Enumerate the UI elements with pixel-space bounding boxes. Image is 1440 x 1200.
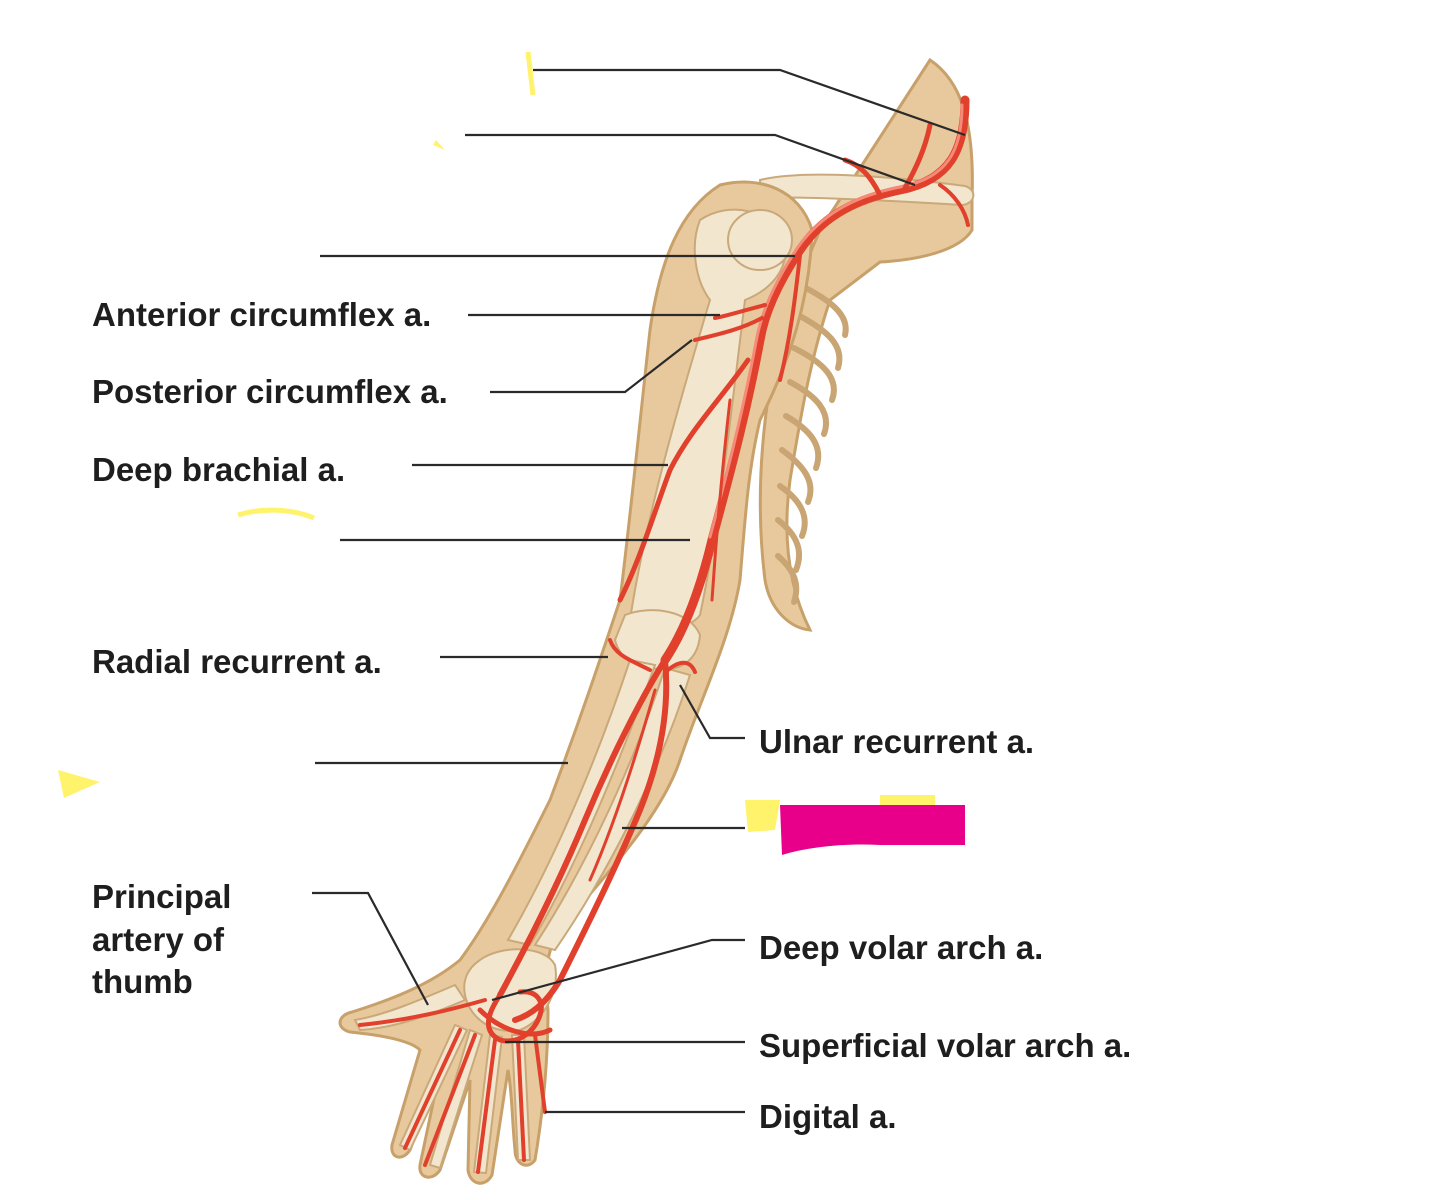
- label-ulnar-recurrent: Ulnar recurrent a.: [759, 723, 1034, 760]
- leader-deep-volar-arch: [491, 938, 745, 1002]
- humeral-head: [727, 209, 793, 271]
- digital-artery-5: [403, 1028, 462, 1150]
- superficial-volar-arch: [477, 1007, 553, 1037]
- label-principal-line-2: artery of: [92, 921, 225, 958]
- principal-artery-of-thumb: [358, 998, 487, 1027]
- main-arterial-trunk: [660, 95, 970, 665]
- label-anterior-circumflex: Anterior circumflex a.: [92, 296, 431, 333]
- yellow-mark-5: [745, 800, 780, 832]
- yellow-mark-3: [237, 507, 315, 521]
- label-deep-volar-arch: Deep volar arch a.: [759, 929, 1043, 966]
- collateral-branch: [710, 398, 732, 602]
- leader-unlabeled-2: [465, 133, 916, 187]
- leader-posterior-circumflex: [490, 339, 693, 394]
- labels: Anterior circumflex a. Posterior circumf…: [92, 296, 1131, 1135]
- radius: [506, 658, 657, 947]
- label-posterior-circumflex: Posterior circumflex a.: [92, 373, 448, 410]
- digital-artery-1: [423, 1033, 477, 1167]
- ulnar-recurrent-artery: [666, 660, 697, 674]
- thoracic-branch-3: [938, 183, 970, 227]
- label-principal-line-1: Principal: [92, 878, 231, 915]
- interosseous-artery: [588, 688, 657, 882]
- yellow-mark-1: [525, 51, 536, 96]
- leader-principal-artery-thumb: [312, 891, 429, 1006]
- radial-recurrent-artery: [608, 638, 652, 672]
- digital-artery-3: [516, 1038, 526, 1162]
- yellow-mark-4: [58, 770, 100, 798]
- ulnar-artery: [512, 657, 670, 1023]
- label-superficial-volar-arch: Superficial volar arch a.: [759, 1027, 1131, 1064]
- label-digital: Digital a.: [759, 1098, 897, 1135]
- ribs: [775, 282, 849, 605]
- label-radial-recurrent: Radial recurrent a.: [92, 643, 382, 680]
- posterior-circumflex-artery: [693, 316, 764, 342]
- label-deep-brachial: Deep brachial a.: [92, 451, 345, 488]
- deep-brachial-artery: [617, 357, 751, 603]
- lateral-thoracic-a: [778, 253, 802, 382]
- yellow-mark-6: [880, 795, 935, 805]
- leader-unlabeled-1: [533, 68, 966, 137]
- highlighter-marks: [58, 51, 935, 832]
- leader-ulnar-recurrent: [679, 684, 745, 740]
- digital-artery-2: [476, 1038, 497, 1174]
- leader-lines: [312, 68, 966, 1114]
- anterior-circumflex-artery: [713, 303, 767, 320]
- yellow-mark-2: [433, 140, 445, 150]
- highlight-bar: [780, 805, 965, 855]
- radial-artery: [497, 657, 668, 998]
- label-principal-line-3: thumb: [92, 963, 193, 1000]
- digital-artery-4: [533, 1033, 547, 1114]
